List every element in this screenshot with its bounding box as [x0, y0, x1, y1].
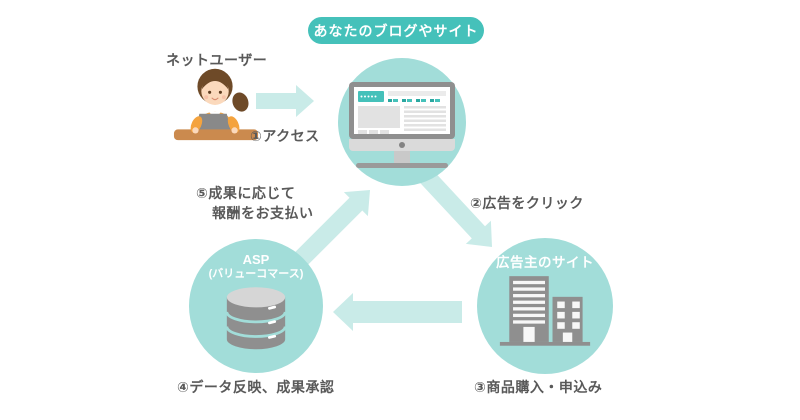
step5-payment-label: ⑤成果に応じて 報酬をお支払い [196, 183, 314, 223]
step5-line2: 報酬をお支払い [212, 205, 314, 221]
step4-data-approval-label: ④データ反映、成果承認 [177, 379, 335, 395]
title-badge-label: あなたのブログやサイト [313, 22, 479, 39]
person-at-laptop-icon [173, 68, 259, 141]
step3-purchase-label: ③商品購入・申込み [474, 379, 603, 395]
blog-site-node [338, 58, 466, 186]
asp-sub-label: (バリューコマース) [208, 268, 304, 281]
title-badge: あなたのブログやサイト [308, 17, 484, 44]
step1-access-label: ①アクセス [250, 128, 320, 144]
arrow-left-approval-icon [333, 293, 462, 331]
asp-name-label: ASP [242, 252, 270, 267]
arrow-up-right-payment-icon [293, 190, 370, 267]
asp-node: ASP (バリューコマース) [189, 239, 323, 373]
arrow-down-right-click-icon [419, 169, 492, 247]
arrow-right-access-icon [256, 85, 314, 117]
step5-line1: ⑤成果に応じて [196, 185, 296, 201]
advertiser-node: 広告主のサイト [477, 238, 613, 374]
database-icon [225, 287, 287, 350]
step2-click-ad-label: ②広告をクリック [470, 195, 584, 211]
net-user-label: ネットユーザー [166, 52, 268, 68]
desktop-monitor-icon [349, 82, 455, 168]
advertiser-label: 広告主のサイト [496, 255, 594, 270]
buildings-icon [499, 276, 591, 346]
